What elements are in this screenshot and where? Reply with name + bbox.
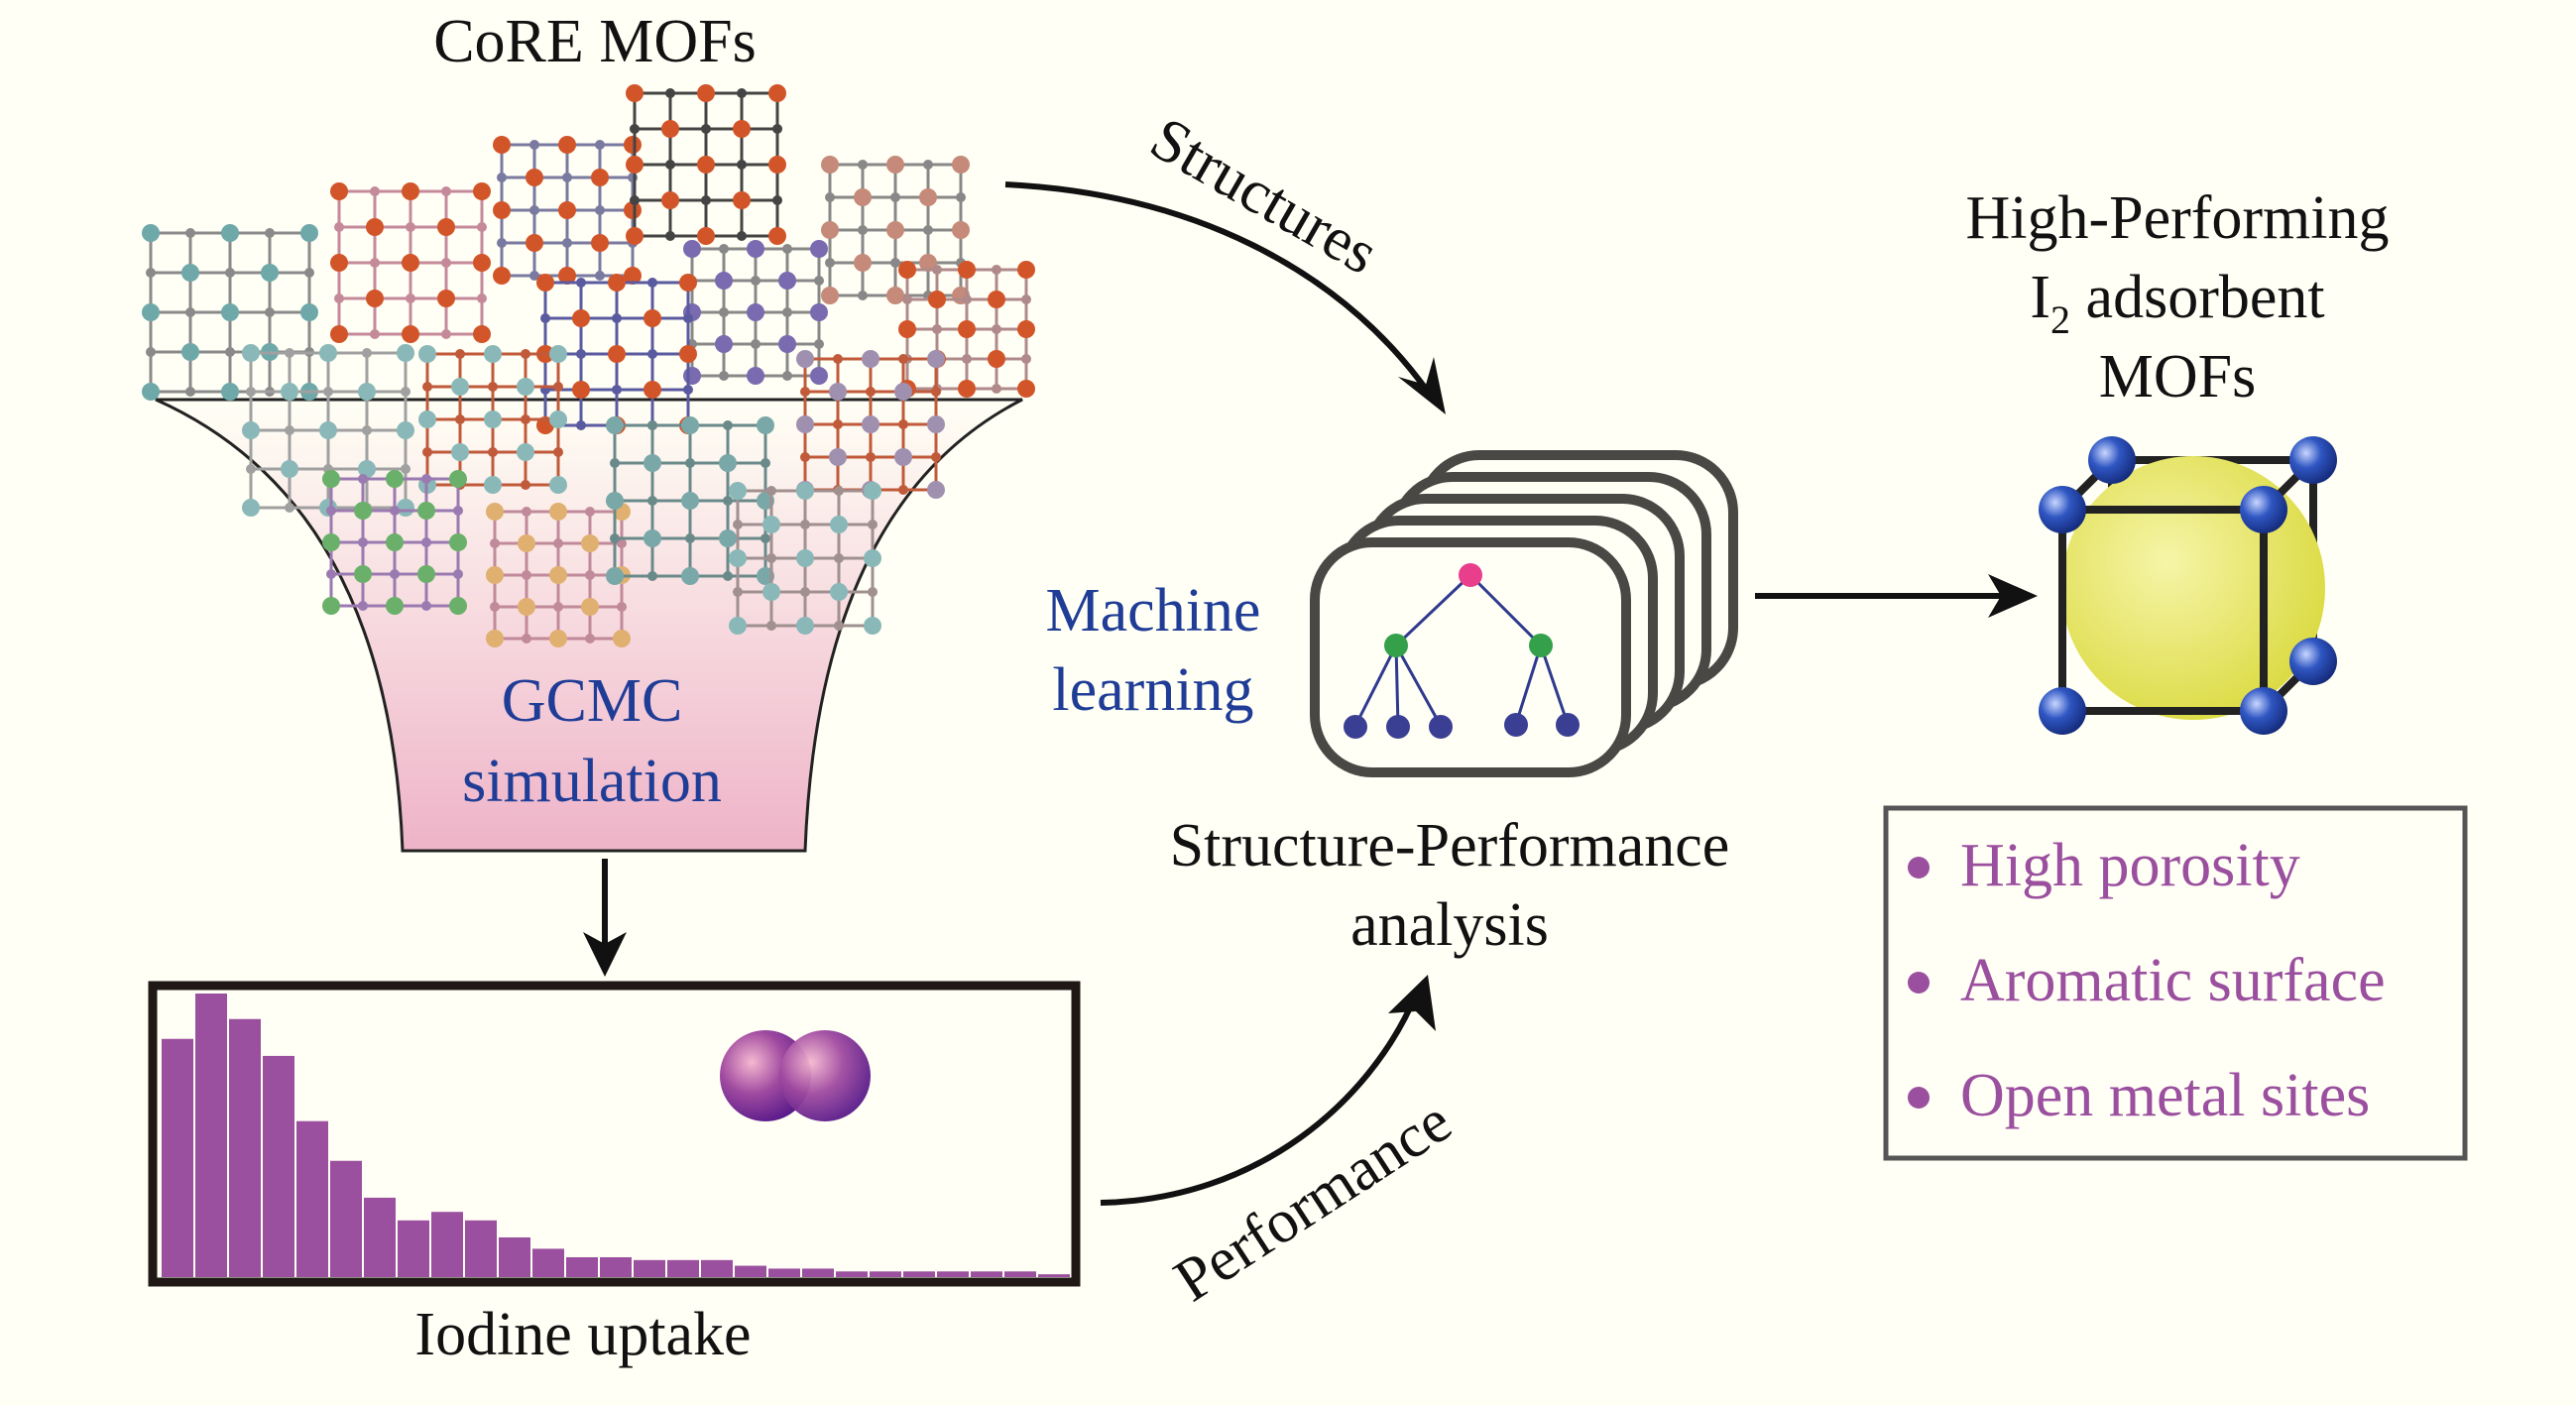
histogram-bar: [499, 1236, 530, 1277]
ml-label-machine: Machine: [1046, 577, 1261, 644]
i2-molecule-icon: [720, 1030, 871, 1121]
result-title-line3: MOFs: [2099, 343, 2257, 410]
mof-structure-icon: [821, 156, 970, 304]
properties-box: High porosity Aromatic surface Open meta…: [1883, 805, 2468, 1161]
title-core-mofs: CoRE MOFs: [433, 8, 757, 75]
performance-arrow: [1100, 975, 1436, 1206]
histogram-bar: [431, 1212, 463, 1277]
histogram-bar: [398, 1220, 429, 1277]
bullet-icon: [1908, 857, 1930, 879]
histogram-frame: [148, 981, 1081, 1287]
histogram-bar: [903, 1271, 935, 1277]
histogram-label: Iodine uptake: [414, 1301, 751, 1368]
histogram-bar: [263, 1055, 294, 1277]
property-item: Open metal sites: [1960, 1062, 2370, 1129]
property-item: High porosity: [1960, 832, 2300, 899]
histogram-bar: [667, 1259, 699, 1277]
down-arrow: [583, 859, 627, 977]
mof-structure-icon: [606, 416, 774, 585]
histogram-bar: [768, 1268, 800, 1277]
mof-structure-icon: [418, 345, 567, 494]
bullet-icon: [1908, 1087, 1930, 1109]
mof-structure-icon: [142, 224, 318, 401]
analysis-label-line1: Structure-Performance: [1170, 812, 1730, 879]
histogram-bar: [465, 1220, 497, 1277]
iodine-uptake-histogram: [148, 981, 1081, 1287]
mof-structures: [142, 84, 1035, 647]
model-card-stack: [1310, 450, 1738, 777]
performance-label: Performance: [1163, 1087, 1464, 1315]
histogram-bar: [364, 1197, 396, 1277]
histogram-bar: [532, 1248, 564, 1277]
funnel-label-gcmc: GCMC: [502, 667, 683, 735]
mof-structure-icon: [322, 470, 467, 615]
histogram-bar: [701, 1259, 733, 1277]
mof-structure-icon: [898, 261, 1035, 398]
histogram-bar: [1004, 1271, 1036, 1277]
ml-label-learning: learning: [1052, 656, 1253, 724]
histogram-bar: [937, 1271, 969, 1277]
histogram-bar: [330, 1160, 362, 1277]
histogram-bar: [735, 1265, 766, 1277]
histogram-bar: [566, 1256, 598, 1277]
mof-structure-icon: [330, 182, 491, 343]
histogram-bar: [195, 994, 227, 1277]
mof-structure-icon: [729, 482, 881, 635]
funnel-label-simulation: simulation: [462, 748, 722, 815]
histogram-bar: [802, 1268, 834, 1277]
histogram-bar: [971, 1271, 1002, 1277]
histogram-bar: [296, 1120, 328, 1277]
analysis-label-line2: analysis: [1350, 891, 1549, 959]
histogram-bar: [870, 1271, 901, 1277]
structures-arrow: [1004, 181, 1446, 414]
mof-structure-icon: [626, 84, 786, 245]
structures-label: Structures: [1139, 104, 1389, 288]
mof-structure-icon: [493, 136, 642, 285]
right-arrow: [1755, 574, 2038, 618]
mof-structure-icon: [242, 344, 414, 517]
mof-structure-icon: [486, 503, 631, 647]
mof-cage-icon: [2039, 436, 2337, 735]
mof-structure-icon: [796, 350, 945, 499]
histogram-bar: [836, 1271, 868, 1277]
result-title-line2: I2 adsorbent: [2030, 264, 2324, 342]
histogram-bar: [634, 1259, 665, 1277]
histogram-bar: [600, 1256, 632, 1277]
histogram-bar: [1038, 1274, 1070, 1277]
property-item: Aromatic surface: [1960, 947, 2386, 1014]
bullet-icon: [1908, 972, 1930, 994]
histogram-bar: [162, 1038, 193, 1277]
result-title-line1: High-Performing: [1965, 184, 2389, 252]
mof-structure-icon: [683, 240, 828, 385]
decision-tree-icon: [1344, 563, 1580, 739]
histogram-bar: [229, 1018, 261, 1277]
